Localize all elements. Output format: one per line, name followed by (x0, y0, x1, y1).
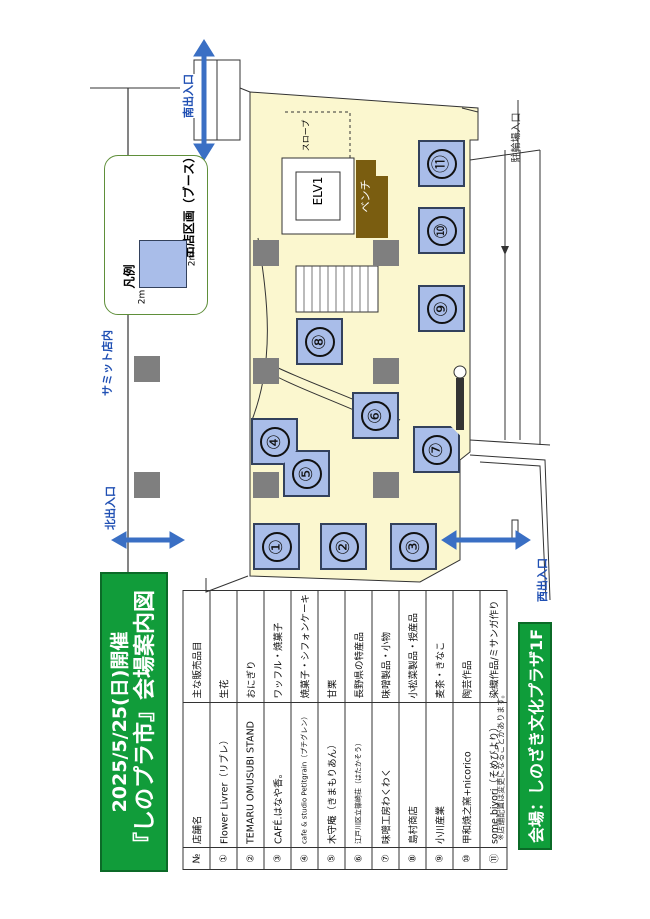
legend-dim-w: 2m (137, 289, 148, 305)
elevator-label: ELV1 (311, 176, 325, 206)
south-entrance-label: 南出入口 (180, 74, 196, 118)
legend: 出店区画（ブース） 凡例 2m 2m (104, 151, 208, 315)
page-title: 2025/5/25(日)開催 『しのプラ市』会場案内図 (100, 572, 168, 872)
booth-2[interactable]: ② (320, 523, 367, 570)
slope-label: スロープ (301, 119, 311, 152)
booth-3[interactable]: ③ (390, 523, 437, 570)
pillar (134, 356, 160, 382)
booth-9[interactable]: ⑨ (418, 285, 465, 332)
table-header: № 店舗名 主な販売品目 (183, 590, 210, 870)
pillar (134, 472, 160, 498)
title-date: 2025/5/25(日)開催 (109, 631, 131, 813)
booth-8[interactable]: ⑧ (296, 318, 343, 365)
booth-7[interactable]: ⑦ (413, 426, 460, 473)
pillar (253, 240, 279, 266)
legend-title: 凡例 (122, 264, 137, 289)
title-main: 『しのプラ市』会場案内図 (133, 589, 158, 855)
west-entrance-label: 西出入口 (536, 558, 549, 602)
booth-10[interactable]: ⑩ (418, 207, 465, 254)
legend-booth-sample (139, 240, 187, 288)
layout-note: ※店舗配置は変更になることがあります。 (496, 690, 506, 841)
booth-5[interactable]: ⑤ (283, 450, 330, 497)
booth-11[interactable]: ⑪ (418, 140, 465, 187)
pillar (253, 358, 279, 384)
summit-label: サミット店内 (101, 330, 114, 396)
bicycle-label: 駐輪場入口 (511, 112, 523, 163)
pillar (253, 472, 279, 498)
legend-dim-h: 2m (187, 251, 198, 267)
pillar (373, 240, 399, 266)
venue-label: 会場：しのざき文化プラザ1F (518, 622, 552, 850)
booth-6[interactable]: ⑥ (352, 392, 399, 439)
pillar (373, 472, 399, 498)
north-entrance-label: 北出入口 (104, 486, 117, 530)
booth-1[interactable]: ① (253, 523, 300, 570)
bench-label: ベンチ (359, 179, 372, 213)
bench-2 (376, 176, 388, 238)
pillar (373, 358, 399, 384)
bench (356, 160, 376, 238)
